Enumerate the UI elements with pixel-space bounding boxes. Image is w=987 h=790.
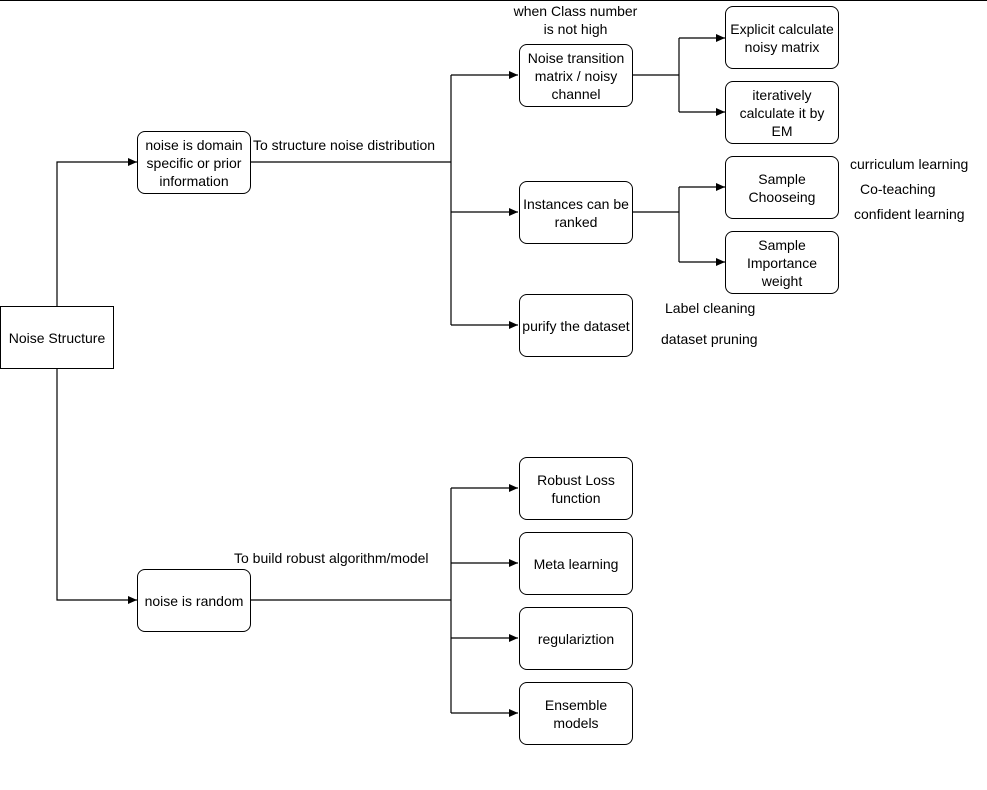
node-sample-choosing[interactable]: Sample Chooseing xyxy=(725,156,839,219)
label-class-number: when Class number is not high xyxy=(508,2,643,38)
node-noise-domain-specific[interactable]: noise is domain specific or prior inform… xyxy=(137,131,251,194)
node-noise-random[interactable]: noise is random xyxy=(137,569,251,632)
node-meta-learning[interactable]: Meta learning xyxy=(519,532,633,595)
node-explicit-calculate[interactable]: Explicit calculate noisy matrix xyxy=(725,6,839,69)
node-robust-loss[interactable]: Robust Loss function xyxy=(519,457,633,520)
label-class-number-line1: when Class number xyxy=(513,3,638,19)
node-purify-dataset[interactable]: purify the dataset xyxy=(519,294,633,357)
label-robust-algorithm: To build robust algorithm/model xyxy=(234,550,429,566)
label-label-cleaning: Label cleaning xyxy=(665,300,756,316)
node-sample-importance[interactable]: Sample Importance weight xyxy=(725,231,839,294)
label-dataset-pruning: dataset pruning xyxy=(661,331,758,347)
label-curriculum-learning: curriculum learning xyxy=(850,156,969,172)
label-confident-learning: confident learning xyxy=(854,206,965,222)
edge-root-random xyxy=(56,369,137,604)
label-class-number-line2: is not high xyxy=(543,21,608,37)
node-iteratively-calculate[interactable]: iteratively calculate it by EM xyxy=(725,81,839,144)
top-border-line xyxy=(0,0,987,1)
node-instances-ranked[interactable]: Instances can be ranked xyxy=(519,181,633,244)
node-regularization[interactable]: regulariztion xyxy=(519,607,633,670)
edge-root-domain xyxy=(56,158,137,306)
label-co-teaching: Co-teaching xyxy=(860,181,936,197)
label-structure-noise: To structure noise distribution xyxy=(253,137,436,153)
node-ensemble-models[interactable]: Ensemble models xyxy=(519,682,633,745)
node-noise-transition-matrix[interactable]: Noise transition matrix / noisy channel xyxy=(519,44,633,107)
node-noise-structure[interactable]: Noise Structure xyxy=(0,306,114,369)
